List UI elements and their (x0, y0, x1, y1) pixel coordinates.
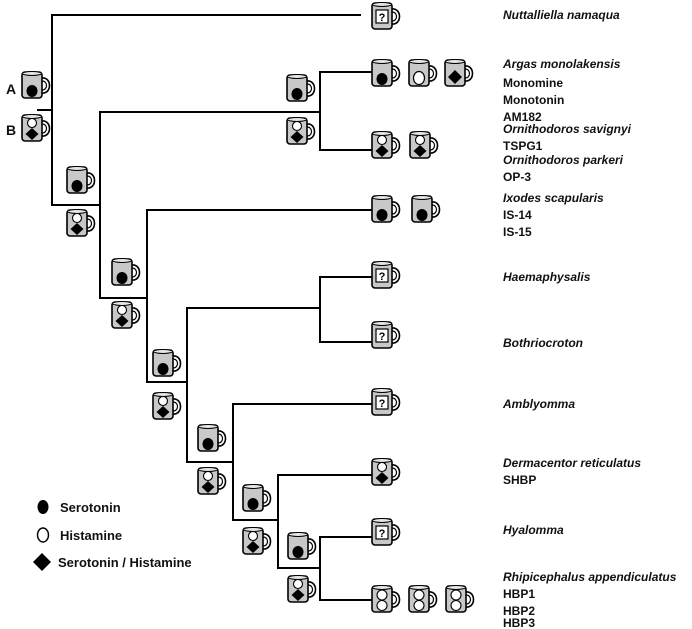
taxon-label: Nuttalliella namaqua (503, 8, 620, 22)
taxon-label: Argas monolakensis (502, 57, 621, 71)
mug-icon (242, 484, 272, 512)
mug-icon: ? (371, 388, 401, 416)
mug-icon (21, 114, 51, 142)
legend-both-label: Serotonin / Histamine (58, 555, 192, 570)
mug-icon (197, 424, 227, 452)
mug-icon (445, 585, 475, 613)
mug-icon (444, 59, 474, 87)
mug-icon (287, 532, 317, 560)
taxon-label: Ornithodoros savignyi (503, 122, 632, 136)
mug-icon (371, 458, 401, 486)
taxon-label: Ornithodoros parkeri (503, 153, 624, 167)
mug-icon (408, 59, 438, 87)
taxon-label: Haemaphysalis (503, 270, 591, 284)
protein-label: Monomine (503, 76, 563, 90)
mug-icon (66, 166, 96, 194)
row-label-a: A (6, 81, 16, 97)
mug-icon (111, 301, 141, 329)
mug-icon: ? (371, 2, 401, 30)
taxon-label: Amblyomma (502, 397, 575, 411)
taxon-label: Bothriocroton (503, 336, 583, 350)
mug-icon (286, 117, 316, 145)
serotonin-histamine-legend-marker (33, 553, 51, 571)
legend-histamine-label: Histamine (60, 528, 122, 543)
mug-icon (371, 131, 401, 159)
unknown-mark: ? (379, 398, 386, 410)
mug-icon (371, 585, 401, 613)
protein-label: AM182 (503, 110, 542, 124)
mug-icon (21, 71, 51, 99)
protein-label: IS-15 (503, 225, 532, 239)
protein-label: HBP3 (503, 616, 535, 629)
mug-icon (371, 195, 401, 223)
protein-label: SHBP (503, 473, 536, 487)
protein-label: HBP1 (503, 587, 535, 601)
protein-label: OP-3 (503, 170, 531, 184)
mug-icon: ? (371, 518, 401, 546)
legend-serotonin-label: Serotonin (60, 500, 121, 515)
legend: Serotonin Histamine Serotonin / Histamin… (33, 500, 192, 571)
mug-icon (286, 74, 316, 102)
taxon-label: Rhipicephalus appendiculatus (503, 570, 677, 584)
serotonin-legend-marker (37, 500, 49, 514)
mug-icon (152, 349, 182, 377)
mug-icon (411, 195, 441, 223)
unknown-mark: ? (379, 271, 386, 283)
histamine-legend-marker (36, 527, 50, 543)
mug-icon (111, 258, 141, 286)
taxa-labels: Nuttalliella namaqua Argas monolakensis … (502, 8, 677, 629)
protein-label: HBP2 (503, 604, 535, 618)
mug-icon (409, 131, 439, 159)
mug-icon (408, 585, 438, 613)
row-label-b: B (6, 122, 16, 138)
unknown-mark: ? (379, 12, 386, 24)
taxon-label: Dermacentor reticulatus (503, 456, 641, 470)
mug-icon: ? (371, 321, 401, 349)
protein-label: TSPG1 (503, 139, 543, 153)
taxon-label: Ixodes scapularis (503, 191, 604, 205)
unknown-mark: ? (379, 331, 386, 343)
mug-icon (371, 59, 401, 87)
mug-icon (287, 575, 317, 603)
protein-label: IS-14 (503, 208, 532, 222)
taxon-label: Hyalomma (503, 523, 564, 537)
mug-icon (197, 467, 227, 495)
mug-icon (242, 527, 272, 555)
tree-branches (37, 14, 373, 601)
mug-icon (152, 392, 182, 420)
protein-label: Monotonin (503, 93, 564, 107)
mug-icon: ? (371, 261, 401, 289)
mug-icon (66, 209, 96, 237)
unknown-mark: ? (379, 528, 386, 540)
